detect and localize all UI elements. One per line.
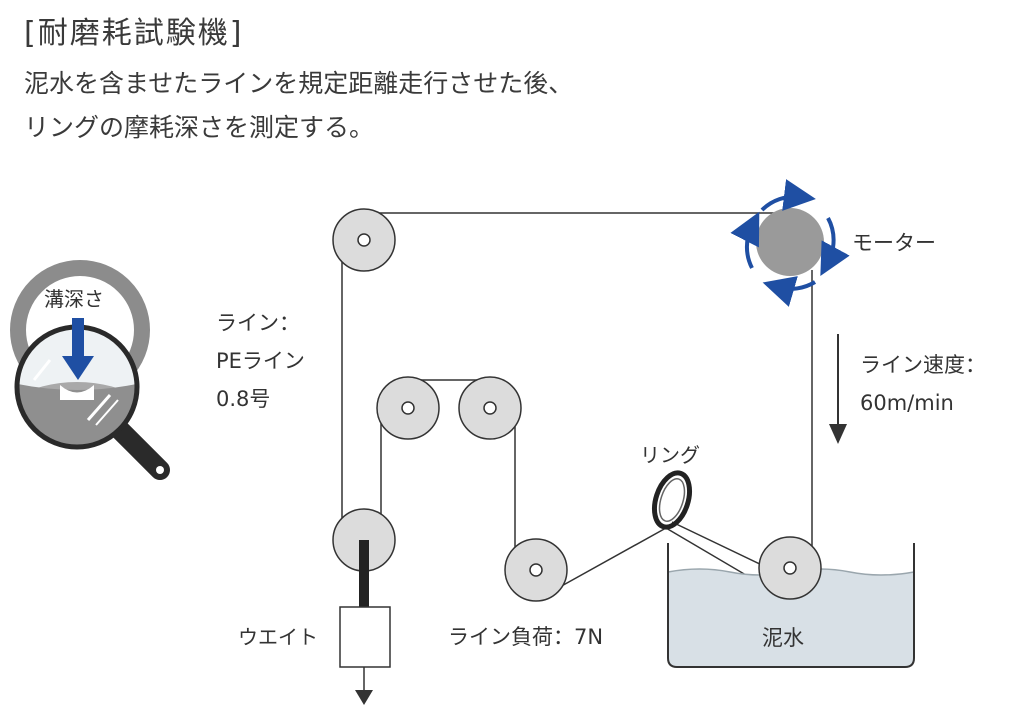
line-type-label: PEライン [216,349,305,373]
pulley-mid-right [458,376,522,440]
line-load-label: ライン負荷：7N [448,625,603,649]
speed-arrow [829,334,847,444]
motor-label: モーター [852,231,936,255]
motor [756,208,824,276]
ring-icon [651,470,693,530]
pulley-mid-left [376,376,440,440]
pulley-bottom [504,538,568,602]
pulley-top-left [332,208,396,272]
down-arrow-icon [355,690,373,705]
magnifier-icon [10,260,170,480]
ring-label: リング [640,443,700,467]
pulley-in-water [758,536,822,600]
rotation-arrows-icon [730,179,850,307]
mud-water-label: 泥水 [762,626,804,650]
weight-label: ウエイト [238,625,318,649]
groove-depth-label: 溝深さ [44,287,104,311]
line-speed-value: 60m/min [860,391,954,415]
description-line-2: リングの摩耗深さを測定する。 [24,113,375,142]
description-line-1: 泥水を含ませたラインを規定距離走行させた後、 [24,69,574,98]
page-title: [耐磨耗試験機] [24,16,244,51]
weight [339,540,391,705]
line-speed-label: ライン速度： [860,353,986,377]
description: 泥水を含ませたラインを規定距離走行させた後、 リングの摩耗深さを測定する。 [24,62,573,150]
line-size-label: 0.8号 [216,387,270,411]
line-label: ライン： [216,311,300,335]
mud-water-tank [667,543,915,668]
